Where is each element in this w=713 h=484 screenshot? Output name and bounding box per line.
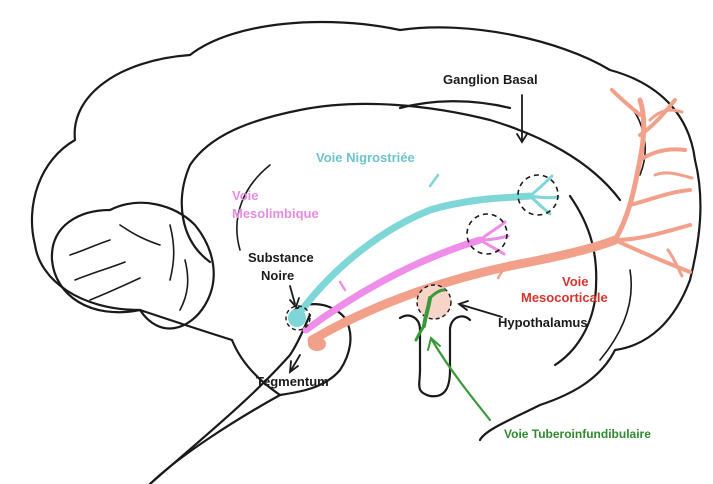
label-voie-mesocorticale-1: Voie	[562, 274, 589, 289]
substance-noire-origin	[288, 309, 306, 327]
label-tegmentum: Tegmentum	[256, 374, 329, 389]
label-substance-noire-1: Substance	[248, 250, 314, 265]
tegmentum-origin	[308, 337, 326, 351]
label-voie-mesocorticale-2: Mesocorticale	[521, 290, 608, 305]
label-voie-tuberoinfundibulaire: Voie Tuberoinfundibulaire	[504, 427, 651, 441]
mesolimbic-pointer	[340, 282, 345, 290]
hypothalamus-circle	[417, 285, 451, 319]
label-voie-mesolimbique-2: Mesolimbique	[232, 206, 319, 221]
nigrostriatal-pointer	[430, 175, 438, 186]
tubero-arrow	[432, 340, 490, 420]
brain-outline	[32, 22, 700, 484]
label-ganglion-basal: Ganglion Basal	[443, 72, 538, 87]
label-voie-nigrostriee: Voie Nigrostriée	[316, 150, 415, 165]
pituitary-stalk	[400, 316, 470, 397]
label-voie-mesolimbique-1: Voie	[232, 188, 259, 203]
mesocortical-pathway	[312, 90, 692, 340]
label-hypothalamus: Hypothalamus	[498, 315, 588, 330]
label-substance-noire-2: Noire	[261, 268, 294, 283]
